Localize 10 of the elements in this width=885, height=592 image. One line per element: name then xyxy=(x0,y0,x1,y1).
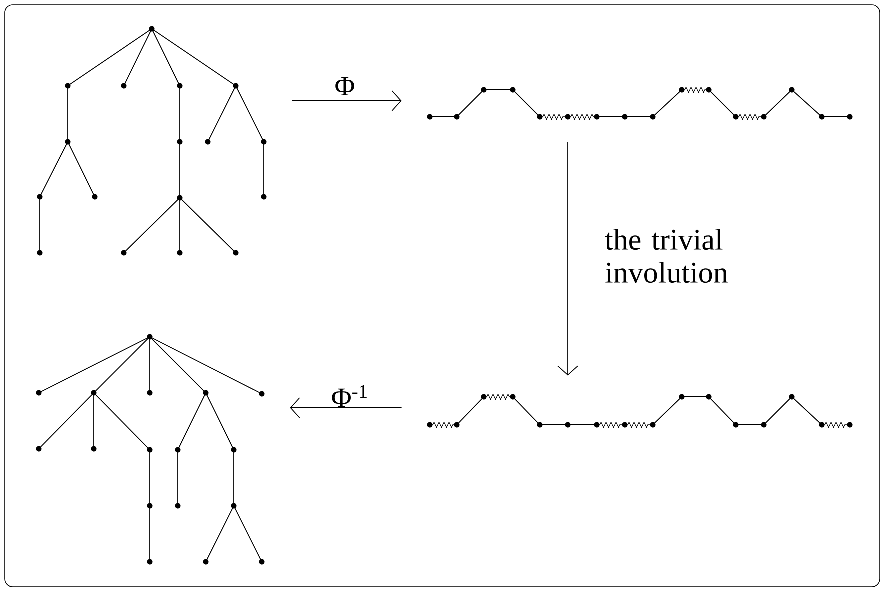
edge-label: Φ xyxy=(336,77,354,96)
edge-label: the trivial involution xyxy=(605,228,728,284)
lattice-path-drawing xyxy=(427,394,853,428)
tree-drawing xyxy=(36,334,265,565)
edge-label: Φ$^{-1}$ xyxy=(332,385,367,408)
tree-drawing xyxy=(37,26,267,256)
arrow xyxy=(292,90,402,112)
lattice-path-drawing xyxy=(427,86,853,120)
arrow xyxy=(290,398,402,418)
arrow xyxy=(558,142,578,376)
